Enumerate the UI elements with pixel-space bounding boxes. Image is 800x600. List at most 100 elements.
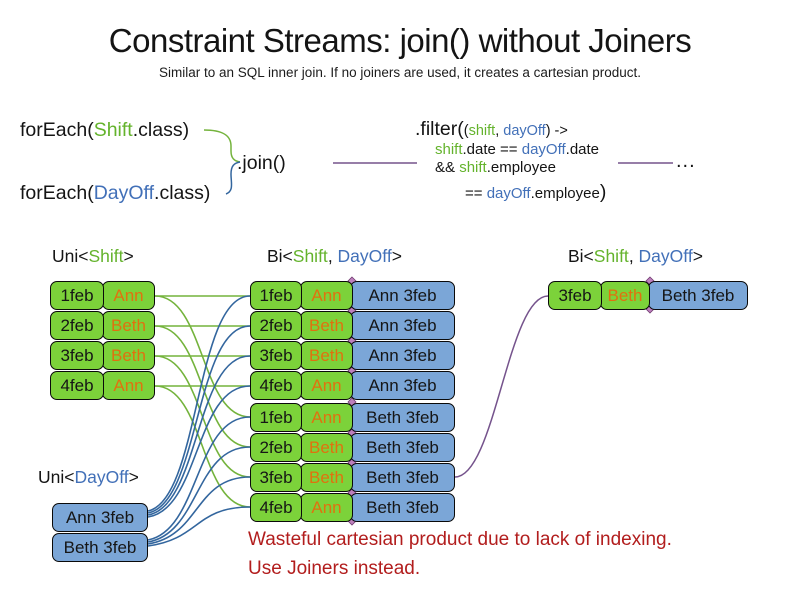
code-filter-line1: .filter((shift, dayOff) -> <box>415 118 568 141</box>
label-text: > <box>692 246 703 266</box>
code-shift-var: shift <box>459 159 487 176</box>
brace-shift-curve <box>203 129 241 163</box>
label-text: , <box>628 246 639 266</box>
shift-to-cartesian-lines <box>154 295 251 508</box>
shift-date-cell: 3feb <box>50 341 104 370</box>
cartesian-date-cell: 2feb <box>250 433 302 462</box>
label-text: Uni< <box>52 246 89 266</box>
label-shift: Shift <box>593 246 629 266</box>
code-foreach-shift: forEach(Shift.class) <box>20 119 189 142</box>
label-shift: Shift <box>292 246 328 266</box>
code-text: ( <box>463 123 469 139</box>
code-text: .class) <box>132 119 190 141</box>
cartesian-name-cell: Beth <box>300 341 353 370</box>
cartesian-pair-cell: Ann 3feb <box>350 281 455 310</box>
cartesian-pair-cell: Beth 3feb <box>350 433 455 462</box>
result-name-cell: Beth <box>600 281 650 310</box>
cartesian-pair-cell: Ann 3feb <box>350 371 455 400</box>
dayoff-cell: Beth 3feb <box>52 533 148 562</box>
cartesian-name-cell: Beth <box>300 433 353 462</box>
code-join: .join() <box>237 152 286 174</box>
code-text: .employee <box>530 185 600 202</box>
warning-line2: Use Joiners instead. <box>248 558 421 579</box>
label-text: Bi< <box>568 246 594 266</box>
cartesian-name-cell: Ann <box>300 493 353 522</box>
code-shift-var: shift <box>435 141 463 158</box>
code-shift-var: shift <box>468 123 496 139</box>
code-filter-line2: shift.date == dayOff.date <box>435 141 599 158</box>
label-dayoff: DayOff <box>74 467 129 487</box>
page-title: Constraint Streams: join() without Joine… <box>108 22 692 59</box>
cartesian-name-cell: Ann <box>300 371 353 400</box>
code-text: && <box>435 159 460 176</box>
code-filter-line3: && shift.employee <box>435 159 556 176</box>
label-uni-shift: Uni<Shift> <box>52 246 134 267</box>
code-text: ) <box>599 181 607 203</box>
cartesian-date-cell: 1feb <box>250 403 302 432</box>
label-shift: Shift <box>88 246 124 266</box>
label-text: , <box>327 246 338 266</box>
shift-name-cell: Beth <box>102 311 155 340</box>
cartesian-to-result-line <box>454 295 549 478</box>
cartesian-pair-cell: Beth 3feb <box>350 493 455 522</box>
cartesian-date-cell: 2feb <box>250 311 302 340</box>
label-bi-result: Bi<Shift, DayOff> <box>568 246 703 267</box>
label-text: > <box>391 246 402 266</box>
dayoff-cell: Ann 3feb <box>52 503 148 532</box>
label-text: Uni< <box>38 467 75 487</box>
code-text: ) -> <box>545 123 568 139</box>
code-text: .filter( <box>415 118 464 140</box>
code-text: .class) <box>154 182 211 204</box>
code-foreach-dayoff: forEach(DayOff.class) <box>20 182 210 205</box>
code-dayoff-var: dayOff <box>521 141 566 158</box>
label-bi-cartesian: Bi<Shift, DayOff> <box>267 246 402 267</box>
cartesian-date-cell: 1feb <box>250 281 302 310</box>
cartesian-date-cell: 3feb <box>250 341 302 370</box>
cartesian-pair-cell: Beth 3feb <box>350 463 455 492</box>
cartesian-date-cell: 3feb <box>250 463 302 492</box>
shift-table: 1feb Ann 2feb Beth 3feb Beth 4feb Ann <box>50 281 155 401</box>
cartesian-pair-cell: Beth 3feb <box>350 403 455 432</box>
cartesian-name-cell: Beth <box>300 311 353 340</box>
shift-name-cell: Beth <box>102 341 155 370</box>
result-date-cell: 3feb <box>548 281 602 310</box>
shift-name-cell: Ann <box>102 281 155 310</box>
label-text: > <box>123 246 134 266</box>
cartesian-name-cell: Ann <box>300 403 353 432</box>
dayoff-table: Ann 3feb Beth 3feb <box>52 503 148 563</box>
label-dayoff: DayOff <box>638 246 693 266</box>
label-dayoff: DayOff <box>337 246 392 266</box>
cartesian-pair-cell: Ann 3feb <box>350 311 455 340</box>
result-table: 3feb Beth Beth 3feb <box>548 281 748 311</box>
code-shift-class: Shift <box>93 119 133 141</box>
shift-date-cell: 2feb <box>50 311 104 340</box>
code-filter-line4: == dayOff.employee) <box>465 181 606 204</box>
cartesian-name-cell: Ann <box>300 281 353 310</box>
code-text: .date == <box>462 141 522 158</box>
page-subtitle: Similar to an SQL inner join. If no join… <box>159 65 641 80</box>
code-text: forEach( <box>20 119 94 141</box>
code-text: .date <box>565 141 600 158</box>
dayoff-to-cartesian-lines <box>147 295 251 547</box>
label-text: > <box>128 467 139 487</box>
cartesian-table: 1feb Ann Ann 3feb 2feb Beth Ann 3feb 3fe… <box>250 281 455 523</box>
shift-name-cell: Ann <box>102 371 155 400</box>
code-dayoff-class: DayOff <box>93 182 155 204</box>
code-text: , <box>495 123 504 139</box>
code-ellipsis: ... <box>676 150 696 172</box>
warning-line1: Wasteful cartesian product due to lack o… <box>248 529 672 550</box>
cartesian-name-cell: Beth <box>300 463 353 492</box>
code-dayoff-var: dayOff <box>503 123 546 139</box>
result-pair-cell: Beth 3feb <box>648 281 748 310</box>
cartesian-date-cell: 4feb <box>250 493 302 522</box>
code-text: forEach( <box>20 182 94 204</box>
shift-date-cell: 4feb <box>50 371 104 400</box>
cartesian-pair-cell: Ann 3feb <box>350 341 455 370</box>
code-dayoff-var: dayOff <box>486 185 531 202</box>
shift-date-cell: 1feb <box>50 281 104 310</box>
code-text: == <box>465 185 487 202</box>
label-uni-dayoff: Uni<DayOff> <box>38 467 139 488</box>
code-text: .employee <box>486 159 556 176</box>
label-text: Bi< <box>267 246 293 266</box>
